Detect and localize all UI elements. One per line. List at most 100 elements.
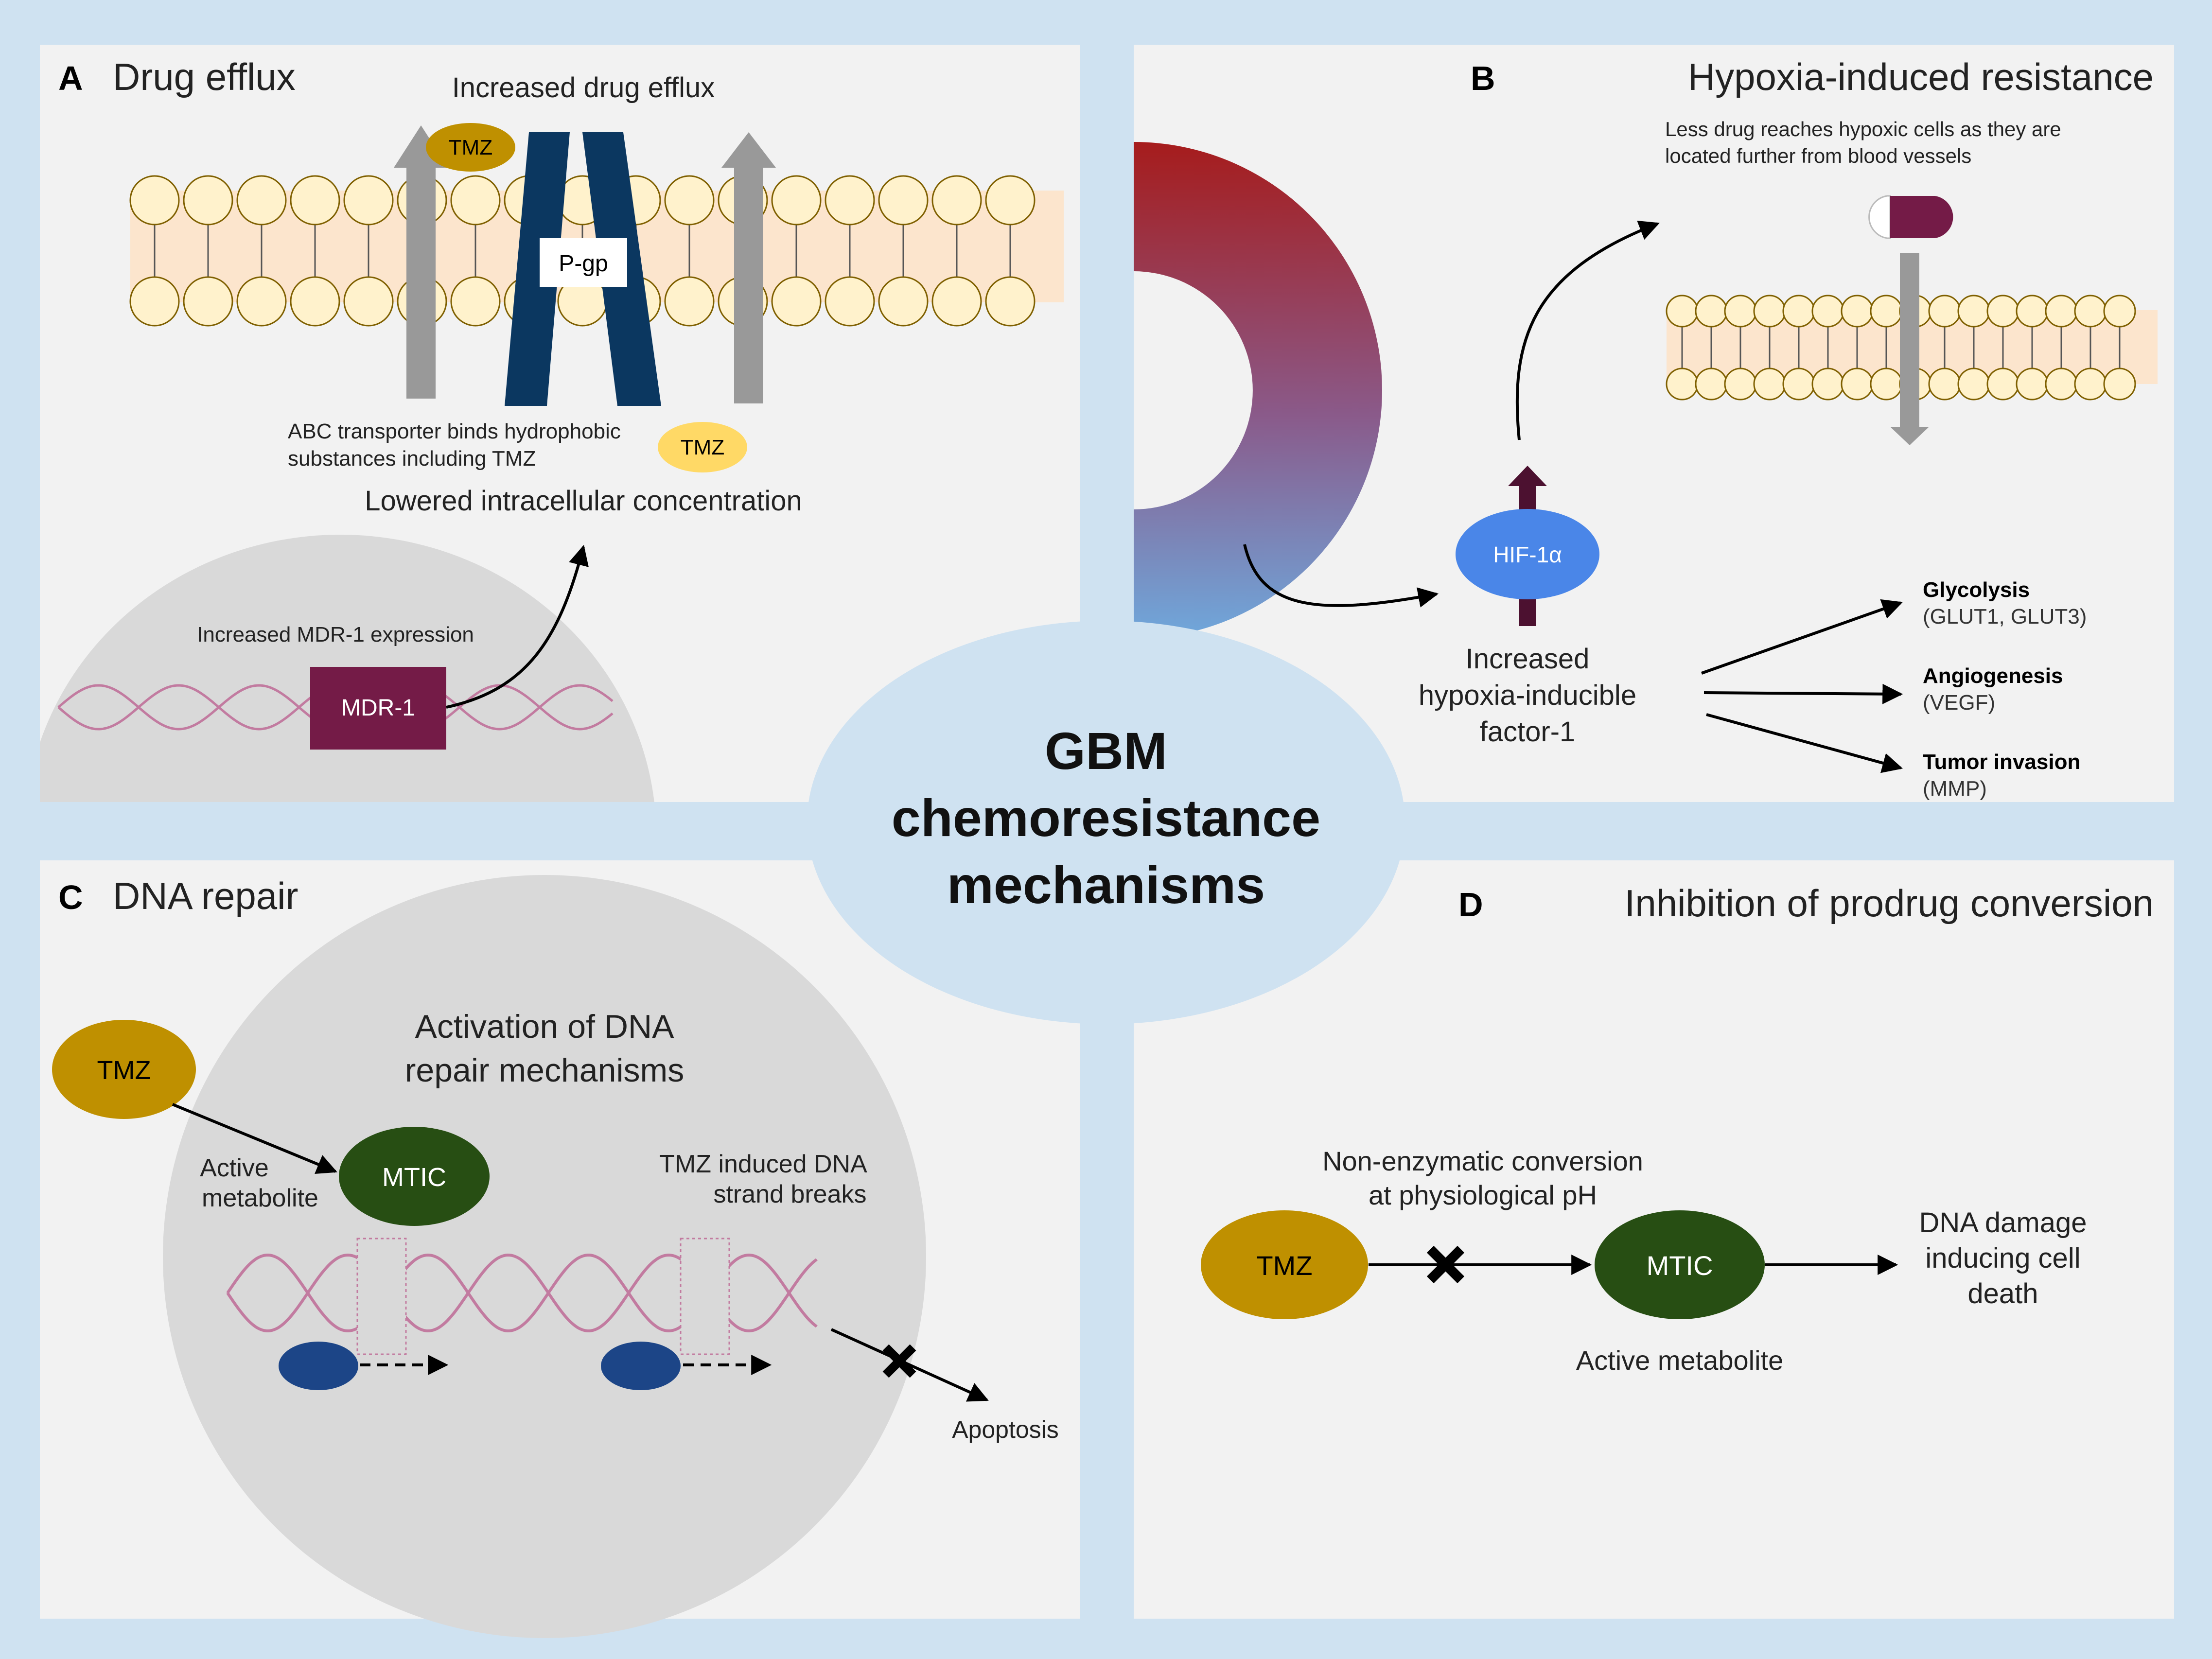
lipid-head (985, 276, 1036, 327)
mtic-label-c: MTIC (382, 1163, 446, 1192)
mtic-label-d: MTIC (1647, 1250, 1713, 1281)
lipid-head (1870, 295, 1903, 328)
lipid-head (771, 276, 822, 327)
apoptosis-blocked-icon (882, 1344, 916, 1378)
hif-ellipse (1456, 509, 1599, 599)
lipid-head (1928, 295, 1961, 328)
conversion-line1: Non-enzymatic conversion (1322, 1146, 1643, 1176)
pgp-label-box (540, 238, 627, 287)
cell-body-c (163, 875, 926, 1638)
lipid-head (2045, 367, 2078, 401)
lipid-head (664, 175, 715, 226)
mdr-expression-label: Increased MDR-1 expression (197, 623, 474, 646)
tmz-label-free: TMZ (681, 436, 724, 459)
strand-break-box-1 (356, 1238, 407, 1355)
strand-break-box-2 (680, 1238, 730, 1355)
lipid-head (1724, 295, 1757, 328)
pgp-label: P-gp (559, 251, 608, 277)
lipid-head (878, 175, 929, 226)
mtic-oval-d (1595, 1210, 1765, 1319)
panel-a-letter: A (58, 59, 83, 97)
lipid-head (1753, 295, 1786, 328)
central-ellipse (807, 621, 1405, 1024)
arrow-to-angiogenesis (1703, 683, 1903, 704)
lipid-head (343, 175, 394, 226)
mtic-oval-c (339, 1127, 490, 1226)
lipid-head (1986, 295, 2019, 328)
pgp-left-half (505, 132, 570, 406)
less-drug-line2: located further from blood vessels (1665, 144, 1971, 167)
panel-a-title: Drug efflux (113, 55, 296, 98)
increased-hif-line2: hypoxia-inducible (1419, 680, 1636, 711)
lipid-head (1695, 367, 1728, 401)
lipid-head (2074, 367, 2107, 401)
lipid-head (931, 276, 982, 327)
lipid-bilayer-b (1666, 295, 2158, 401)
less-drug-line1: Less drug reaches hypoxic cells as they … (1665, 118, 2061, 140)
lipid-head (825, 175, 875, 226)
lipid-head (1782, 367, 1815, 401)
lipid-head (825, 276, 875, 327)
tmz-label-d: TMZ (1256, 1250, 1312, 1281)
central-title-line1: GBM (1045, 721, 1167, 780)
lowered-concentration-label: Lowered intracellular concentration (365, 485, 802, 517)
panel-d-letter: D (1458, 886, 1483, 924)
lipid-head (1811, 367, 1844, 401)
lipid-head (183, 276, 233, 327)
lipid-head (129, 175, 180, 226)
vessel-to-hif-arrow (1243, 544, 1439, 608)
tmz-oval-top (426, 123, 515, 172)
increased-hif-line1: Increased (1466, 643, 1590, 675)
cell-death-line1: DNA damage (1919, 1207, 2087, 1239)
lipid-head (2045, 295, 2078, 328)
panel-c: C DNA repair Activation of DNA repair me… (52, 874, 1059, 1638)
lipid-head (664, 276, 715, 327)
blood-vessel-gradient (1134, 142, 1382, 639)
cell-death-line3: death (1967, 1278, 2038, 1310)
target-angiogenesis-sub: (VEGF) (1923, 691, 1995, 715)
tmz-oval-c (52, 1020, 196, 1119)
lipid-head (771, 175, 822, 226)
lipid-head (1724, 367, 1757, 401)
abc-text-line2: substances including TMZ (288, 447, 536, 471)
lipid-head (931, 175, 982, 226)
lipid-head (2103, 295, 2136, 328)
panel-c-title: DNA repair (113, 874, 298, 917)
central-title-line2: chemoresistance (892, 788, 1320, 847)
arrow-to-glycolysis (1701, 599, 1903, 675)
lipid-head (1957, 367, 1990, 401)
lipid-head (290, 175, 340, 226)
lipid-head (1870, 367, 1903, 401)
tmz-label-c: TMZ (97, 1056, 151, 1085)
active-metabolite-d: Active metabolite (1576, 1345, 1783, 1376)
hif-to-drug-arrow (1515, 220, 1660, 440)
lipid-head (878, 276, 929, 327)
panel-c-letter: C (58, 878, 83, 916)
conversion-blocked-icon (1426, 1245, 1465, 1284)
lipid-head (1753, 367, 1786, 401)
target-angiogenesis-title: Angiogenesis (1923, 664, 2063, 688)
tmz-label-top: TMZ (449, 136, 492, 159)
downward-drug-arrow (1890, 253, 1929, 445)
increased-hif-line3: factor-1 (1480, 716, 1576, 748)
abc-text-line1: ABC transporter binds hydrophobic (288, 419, 621, 443)
lipid-head (1986, 367, 2019, 401)
lipid-head (183, 175, 233, 226)
active-metabolite-c-line1: Active (200, 1154, 269, 1182)
lipid-head (1841, 295, 1874, 328)
lipid-head (1666, 295, 1699, 328)
mdr1-gene-box (310, 667, 446, 750)
active-metabolite-c-line2: metabolite (202, 1184, 318, 1212)
lipid-head (1695, 295, 1728, 328)
lipid-head (2074, 295, 2107, 328)
lipid-head (1928, 367, 1961, 401)
mdr-to-lowered-arrow (446, 544, 589, 709)
lipid-head (129, 276, 180, 327)
panel-b-letter: B (1471, 59, 1495, 97)
lipid-head (450, 276, 501, 327)
tmz-oval-free (658, 422, 747, 472)
target-glycolysis-title: Glycolysis (1923, 578, 2030, 602)
apoptosis-label: Apoptosis (952, 1416, 1059, 1443)
lipid-head (290, 276, 340, 327)
